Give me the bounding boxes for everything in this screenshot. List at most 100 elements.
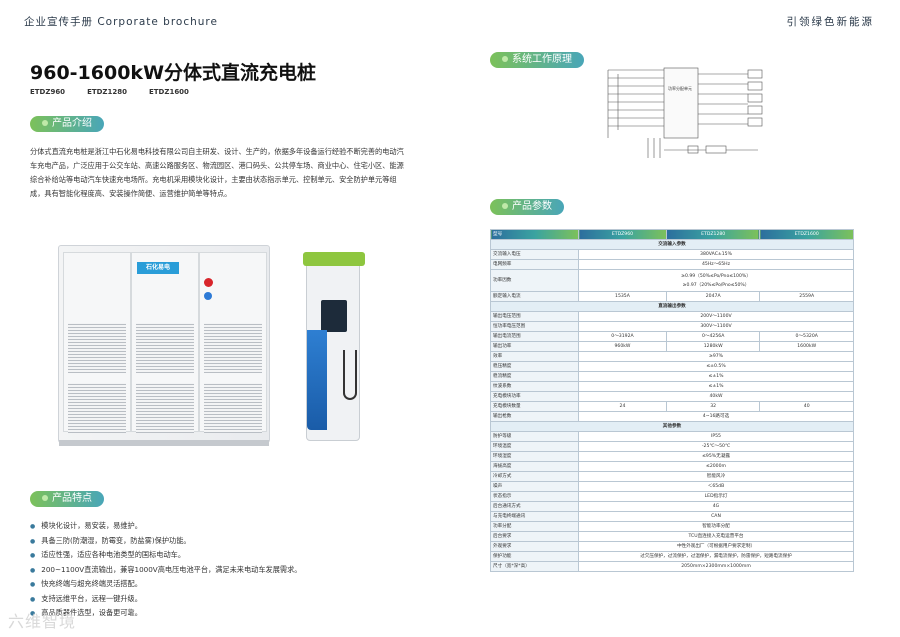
- model-name: ETDZ1280: [87, 88, 127, 96]
- charging-cabinet-image: 石化易电: [58, 245, 270, 446]
- cell-value: 45Hz～65Hz: [578, 259, 854, 270]
- row-label: 稳流精度: [490, 371, 579, 382]
- row-label: 与充电终端通讯: [490, 511, 579, 522]
- table-row: 其他参数: [490, 421, 854, 432]
- cell-value: 200V～1100V: [578, 311, 854, 322]
- cell-value: ≤±1%: [578, 381, 854, 392]
- row-label: 其他参数: [490, 421, 854, 432]
- cell-value: LED指示灯: [578, 491, 854, 502]
- row-label: 尺寸（宽*深*高）: [490, 561, 579, 572]
- slogan: 引领绿色新能源: [786, 16, 874, 28]
- cell-value: 智能风冷: [578, 471, 854, 482]
- table-row: 效率≥97%: [490, 351, 854, 362]
- table-row: 功率分配智能功率分配: [490, 521, 854, 532]
- table-row: 海拔高度≤2000m: [490, 461, 854, 472]
- row-label: 恒功率电压范围: [490, 321, 579, 332]
- cell-value: ≤±1%: [578, 371, 854, 382]
- cell-value: TCU直连接入充电运营平台: [578, 531, 854, 542]
- table-row: 环境温度-25℃～50℃: [490, 441, 854, 452]
- row-label: 功率因数: [490, 269, 579, 292]
- cell-value: 0～4256A: [665, 331, 761, 342]
- table-row: 稳压精度≤±0.5%: [490, 361, 854, 372]
- row-label: 海拔高度: [490, 461, 579, 472]
- column-header: 型号: [490, 229, 579, 240]
- row-label: 额定输入电流: [490, 291, 579, 302]
- charging-terminal-image: [303, 252, 365, 441]
- cell-value: 32: [665, 401, 761, 412]
- cell-value: 40: [759, 401, 854, 412]
- cell-value: 2559A: [759, 291, 854, 302]
- table-row: 噪声＜65dB: [490, 481, 854, 492]
- watermark: 六维智境: [8, 612, 77, 631]
- params-table: 型号 ETDZ960 ETDZ1280 ETDZ1600 交流输入参数交流输入电…: [490, 229, 854, 572]
- page-title: 960-1600kW分体式直流充电桩: [30, 62, 317, 84]
- feature-list: 模块化设计，易安装，易维护。 具备三防(防潮湿，防霉变，防盐雾)保护功能。 适应…: [30, 519, 301, 621]
- section-heading-features: 产品特点: [30, 491, 104, 507]
- row-label: 环境温度: [490, 441, 579, 452]
- cell-value: 0～5320A: [759, 331, 854, 342]
- row-label: 稳压精度: [490, 361, 579, 372]
- cell-value: CAN: [578, 511, 854, 522]
- cell-value: IP55: [578, 431, 854, 442]
- row-label: 输出功率: [490, 341, 579, 352]
- row-label: 纹波系数: [490, 381, 579, 392]
- cell-value: 过欠压保护，过流保护，过温保护，漏电流保护，防雷保护，短路电流保护: [578, 551, 854, 562]
- list-item: 具备三防(防潮湿，防霉变，防盐雾)保护功能。: [30, 534, 301, 549]
- cell-value: 1535A: [578, 291, 667, 302]
- terminal-screen-icon: [321, 300, 347, 332]
- intro-paragraph: 分体式直流充电桩是浙江中石化易电科技有限公司自主研发、设计、生产的，依据多年设备…: [30, 147, 404, 198]
- row-label: 后台通讯方式: [490, 501, 579, 512]
- section-heading-principle: 系统工作原理: [490, 52, 584, 68]
- row-label: 功率分配: [490, 521, 579, 532]
- column-header: ETDZ1280: [665, 229, 761, 240]
- emergency-stop-icon: [204, 278, 213, 287]
- row-label: 噪声: [490, 481, 579, 492]
- cell-value: -25℃～50℃: [578, 441, 854, 452]
- system-wiring-diagram: 功率分配单元: [607, 67, 763, 158]
- model-name: ETDZ960: [30, 88, 66, 96]
- row-label: 外观要求: [490, 541, 579, 552]
- list-item: 模块化设计，易安装，易维护。: [30, 519, 301, 534]
- list-item: 快充终端与超充终端灵活搭配。: [30, 577, 301, 592]
- indicator-light-icon: [204, 292, 212, 300]
- table-row: 直流输出参数: [490, 301, 854, 312]
- model-name: ETDZ1600: [149, 88, 189, 96]
- table-row: 冷却方式智能风冷: [490, 471, 854, 482]
- row-label: 后台要求: [490, 531, 579, 542]
- brochure-header: 企业宣传手册 Corporate brochure: [24, 16, 218, 28]
- row-label: 交流输入参数: [490, 239, 854, 250]
- table-row: 外观要求中性外观出厂（可根据用户要求定制）: [490, 541, 854, 552]
- row-label: 充电模块功率: [490, 391, 579, 402]
- cell-value: 中性外观出厂（可根据用户要求定制）: [578, 541, 854, 552]
- cell-value: 2050mm×2300mm×1000mm: [578, 561, 854, 572]
- cell-value: 380VAC±15%: [578, 249, 854, 260]
- cell-value: ≤±0.5%: [578, 361, 854, 372]
- model-list: ETDZ960 ETDZ1280 ETDZ1600: [30, 88, 189, 96]
- table-row: 稳流精度≤±1%: [490, 371, 854, 382]
- column-header: ETDZ1600: [759, 229, 854, 240]
- cell-value: 2047A: [665, 291, 761, 302]
- cell-value: ≤2000m: [578, 461, 854, 472]
- diagram-label: 功率分配单元: [668, 85, 692, 91]
- row-label: 状态指示: [490, 491, 579, 502]
- cell-value: 4G: [578, 501, 854, 512]
- cell-value: 24: [578, 401, 667, 412]
- cell-value: ＜65dB: [578, 481, 854, 492]
- cell-value: 智能功率分配: [578, 521, 854, 532]
- row-label: 输出电流范围: [490, 331, 579, 342]
- list-item: 支持远维平台，远程一键升级。: [30, 592, 301, 607]
- list-item: 200~1100V直流输出，兼容1000V高电压电池平台，满足未来电动车发展需求…: [30, 563, 301, 578]
- section-heading-intro: 产品介绍: [30, 116, 104, 132]
